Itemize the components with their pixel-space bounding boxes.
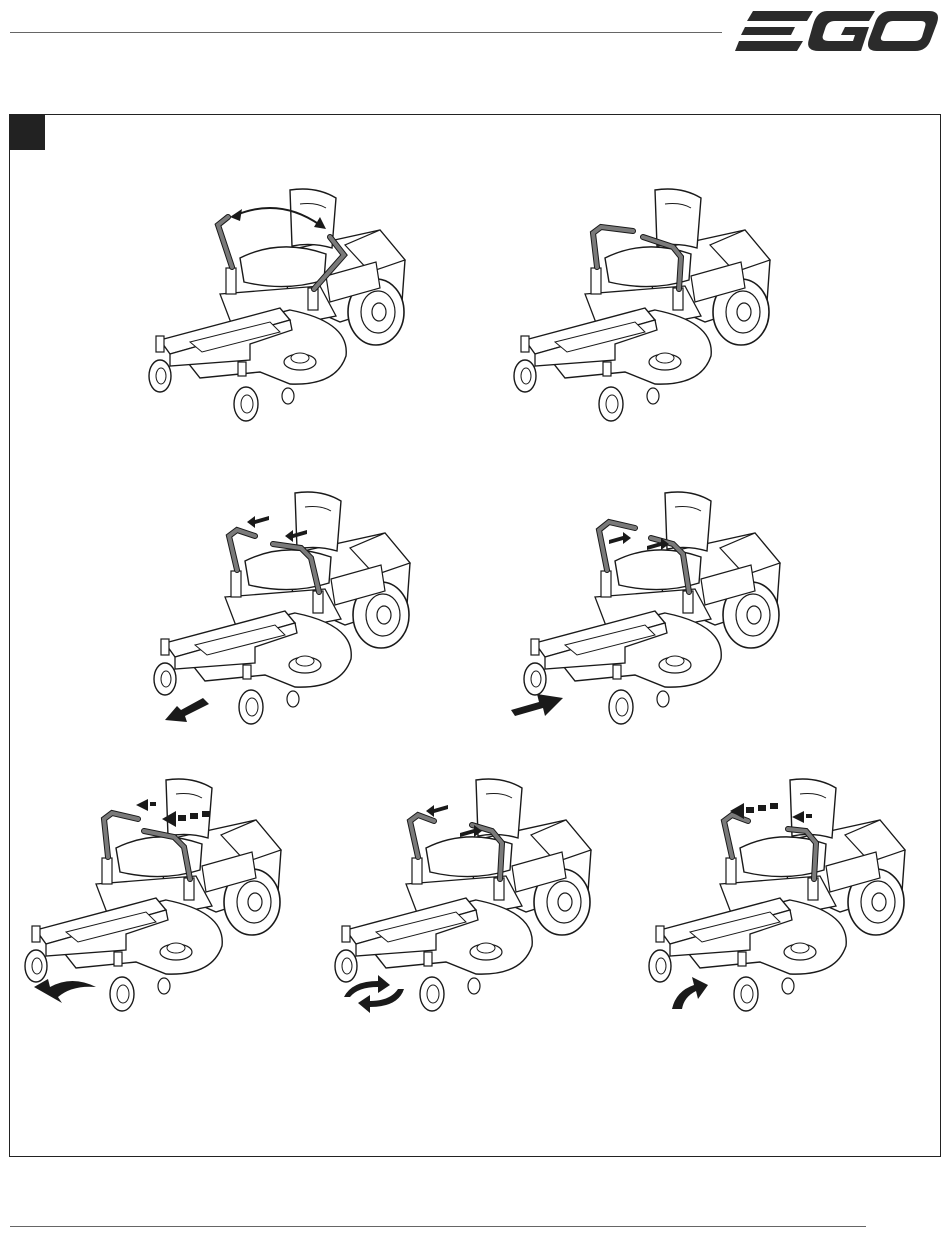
- ego-logo: [735, 5, 940, 57]
- panel-right-handle-back: [12, 775, 312, 1020]
- forward-arrow-icon: [511, 694, 563, 716]
- figure-number-box: [10, 115, 45, 150]
- panel-handles-swing-outward: [130, 185, 430, 430]
- turn-right-arrow-icon: [672, 977, 708, 1009]
- panel-opposite-handles: [322, 775, 622, 1020]
- panel-left-handle-back: [636, 775, 936, 1020]
- spin-arrows-icon: [344, 975, 404, 1013]
- reverse-arrow-icon: [165, 698, 209, 722]
- panel-handles-in-position: [495, 185, 795, 430]
- panel-handles-pulled-back: [135, 488, 435, 733]
- footer-rule: [10, 1226, 866, 1227]
- header-rule: [10, 32, 722, 33]
- turn-left-arrow-icon: [34, 979, 96, 1003]
- panel-handles-pushed-forward: [485, 488, 805, 733]
